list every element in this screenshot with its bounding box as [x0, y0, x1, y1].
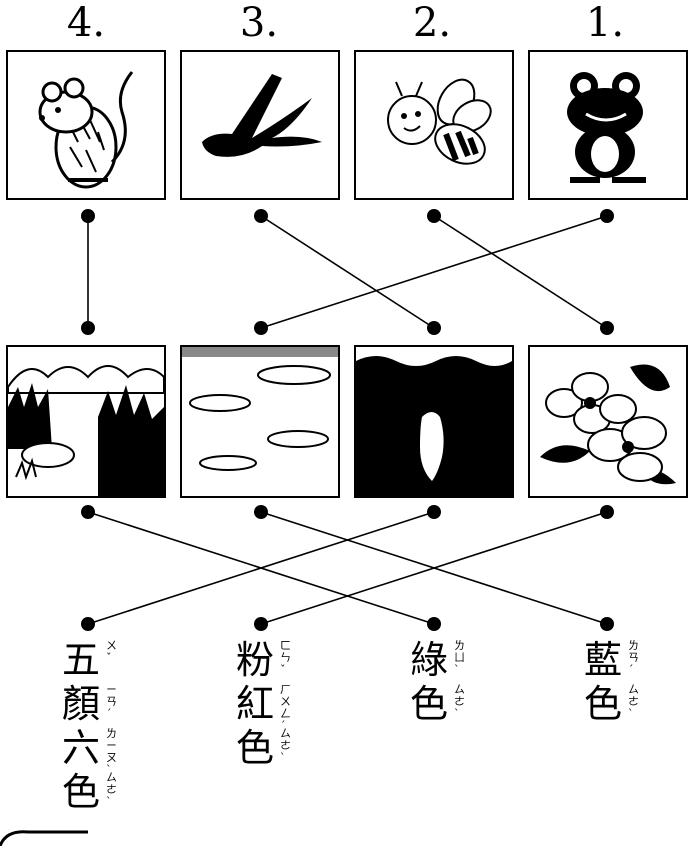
connector-dot[interactable]: [81, 209, 95, 223]
hanzi-character: 色: [410, 682, 449, 726]
animal-habitat-line: [260, 215, 608, 329]
zhuyin-annotation: ㄙㄜˋ: [280, 727, 291, 764]
character-row: 顏ㄧㄢˊ: [62, 682, 117, 726]
character-row: 綠ㄌㄩˋ: [410, 638, 465, 682]
connector-dot[interactable]: [427, 617, 441, 631]
zhuyin-annotation: ㄌㄢˊ: [628, 639, 639, 676]
column-number-2: 2.: [412, 0, 452, 46]
character-row: 紅ㄏㄨㄥˊ: [236, 682, 291, 732]
hanzi-character: 粉: [236, 638, 275, 682]
bee-icon: [387, 78, 492, 165]
hanzi-character: 藍: [584, 638, 623, 682]
character-row: 色ㄙㄜˋ: [584, 682, 639, 726]
connector-dot[interactable]: [81, 505, 95, 519]
flower-scene-icon: [540, 364, 676, 485]
zhuyin-annotation: ㄙㄜˋ: [628, 683, 639, 720]
habitat-box-flowers: [528, 345, 688, 498]
hanzi-character: 色: [62, 770, 101, 814]
habitat-color-line: [260, 511, 608, 625]
connector-dot[interactable]: [427, 505, 441, 519]
connector-dot[interactable]: [600, 321, 614, 335]
connector-dot[interactable]: [600, 209, 614, 223]
animal-box-mouse: [6, 50, 166, 200]
connector-dot[interactable]: [254, 617, 268, 631]
connector-dot[interactable]: [600, 505, 614, 519]
hanzi-character: 色: [584, 682, 623, 726]
mouse-icon: [38, 71, 134, 189]
hanzi-character: 色: [236, 726, 275, 770]
zhuyin-annotation: ㄏㄨㄥˊ: [280, 683, 291, 732]
swallow-icon: [202, 74, 322, 157]
column-number-4: 4.: [66, 0, 106, 46]
character-row: 色ㄙㄜˋ: [62, 770, 117, 814]
character-row: 粉ㄈㄣˇ: [236, 638, 291, 682]
character-row: 藍ㄌㄢˊ: [584, 638, 639, 682]
grassland-scene-icon: [7, 365, 165, 496]
frog-icon: [567, 72, 646, 183]
zhuyin-annotation: ㄧㄢˊ: [106, 683, 117, 720]
page-corner-mark: [0, 830, 88, 846]
hanzi-character: 紅: [236, 682, 275, 726]
dark-cave-scene-icon: [356, 356, 512, 496]
zhuyin-annotation: ㄈㄣˇ: [280, 639, 291, 676]
hanzi-character: 綠: [410, 638, 449, 682]
connector-dot[interactable]: [254, 209, 268, 223]
habitat-box-sky: [180, 345, 340, 498]
column-number-1: 1.: [585, 0, 625, 46]
habitat-box-cave: [354, 345, 514, 498]
connector-dot[interactable]: [81, 321, 95, 335]
connector-dot[interactable]: [427, 209, 441, 223]
zhuyin-annotation: ㄌㄩˋ: [454, 639, 465, 676]
connector-dot[interactable]: [254, 321, 268, 335]
character-row: 色ㄙㄜˋ: [410, 682, 465, 726]
animal-box-swallow: [180, 50, 340, 200]
animal-habitat-line: [433, 215, 608, 329]
zhuyin-annotation: ㄙㄜˋ: [454, 683, 465, 720]
zhuyin-annotation: ㄨˇ: [106, 639, 117, 664]
habitat-box-grassland: [6, 345, 166, 498]
zhuyin-annotation: ㄙㄜˋ: [106, 771, 117, 808]
hanzi-character: 顏: [62, 682, 101, 726]
animal-box-frog: [528, 50, 688, 200]
connector-dot[interactable]: [254, 505, 268, 519]
character-row: 色ㄙㄜˋ: [236, 726, 291, 770]
habitat-color-line: [87, 511, 435, 625]
animal-box-bee: [354, 50, 514, 200]
connector-dot[interactable]: [427, 321, 441, 335]
hanzi-character: 六: [62, 726, 101, 770]
sky-clouds-scene-icon: [182, 347, 338, 471]
character-row: 六ㄌㄧㄡˋ: [62, 726, 117, 776]
character-row: 五ㄨˇ: [62, 638, 117, 682]
animal-habitat-line: [260, 215, 435, 329]
column-number-3: 3.: [239, 0, 279, 46]
connector-dot[interactable]: [81, 617, 95, 631]
hanzi-character: 五: [62, 638, 101, 682]
connector-dot[interactable]: [600, 617, 614, 631]
zhuyin-annotation: ㄌㄧㄡˋ: [106, 727, 117, 776]
